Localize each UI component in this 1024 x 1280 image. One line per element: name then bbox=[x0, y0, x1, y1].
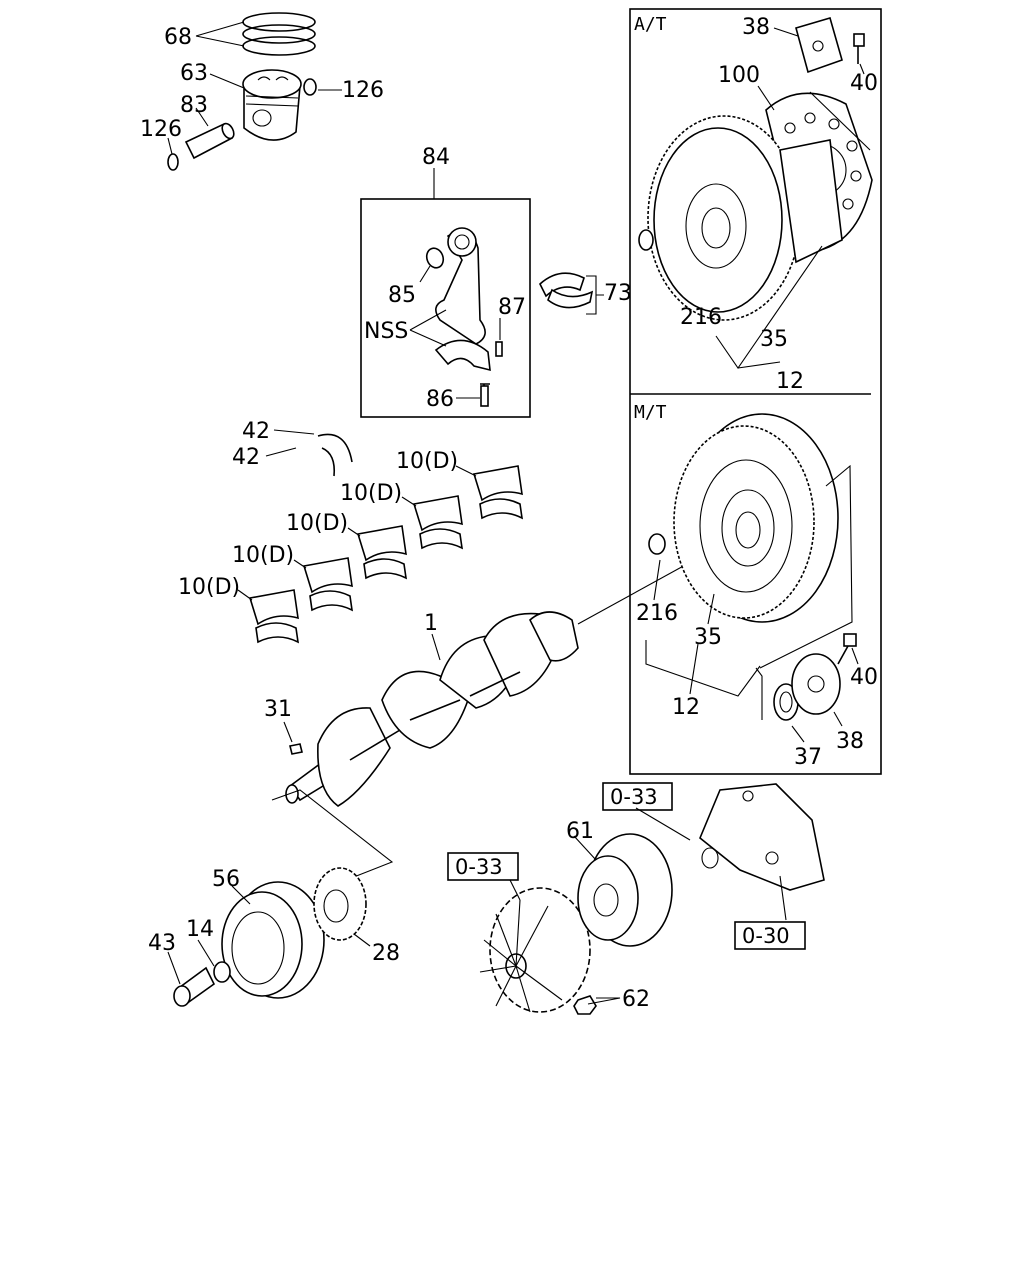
mt-flywheel-bolt bbox=[837, 633, 857, 665]
thrust-washer-lower bbox=[321, 447, 336, 477]
fan-pulley bbox=[577, 833, 673, 947]
callout-42-lower: 42 bbox=[232, 445, 260, 470]
callout-40-mt: 40 bbox=[850, 665, 878, 690]
callout-43: 43 bbox=[148, 931, 176, 956]
callout-1: 1 bbox=[424, 611, 438, 636]
mt-ball-bearing bbox=[773, 683, 799, 721]
callout-73: 73 bbox=[604, 281, 632, 306]
cooling-fan bbox=[479, 887, 591, 1013]
callout-40-at: 40 bbox=[850, 71, 878, 96]
callout-126-pin: 126 bbox=[140, 117, 182, 142]
callout-86: 86 bbox=[426, 387, 454, 412]
crank-gear bbox=[313, 867, 367, 941]
at-flex-bolt bbox=[853, 33, 865, 64]
connecting-rod bbox=[425, 227, 503, 407]
callout-83: 83 bbox=[180, 93, 208, 118]
callout-84: 84 bbox=[422, 145, 450, 170]
callout-35-mt: 35 bbox=[694, 625, 722, 650]
piston-pin bbox=[184, 122, 235, 160]
callout-10d-3: 10(D) bbox=[286, 511, 348, 536]
piston-rings bbox=[242, 12, 316, 56]
callout-10d-1: 10(D) bbox=[396, 449, 458, 474]
callout-37: 37 bbox=[794, 745, 822, 770]
callout-31: 31 bbox=[264, 697, 292, 722]
callout-56: 56 bbox=[212, 867, 240, 892]
callout-35-at: 35 bbox=[760, 327, 788, 352]
callout-12-at: 12 bbox=[776, 369, 804, 394]
fan-nut bbox=[573, 995, 597, 1015]
callout-42-upper: 42 bbox=[242, 419, 270, 444]
main-bearings bbox=[248, 465, 524, 644]
section-mt: M/T bbox=[634, 402, 667, 423]
crankshaft bbox=[285, 611, 579, 807]
callout-126-ring: 126 bbox=[342, 78, 384, 103]
ref-box-0-33-upper[interactable]: 0-33 bbox=[602, 782, 673, 811]
callout-38-at: 38 bbox=[742, 15, 770, 40]
callout-216-at: 216 bbox=[680, 305, 722, 330]
callout-61: 61 bbox=[566, 819, 594, 844]
mt-pilot-bushing bbox=[648, 533, 666, 555]
callout-68: 68 bbox=[164, 25, 192, 50]
thrust-washer-upper bbox=[317, 433, 353, 463]
ref-label-0-33-upper: 0-33 bbox=[610, 785, 658, 809]
callout-12-mt: 12 bbox=[672, 695, 700, 720]
crank-pulley bbox=[221, 881, 325, 999]
at-pilot-bushing bbox=[638, 229, 654, 251]
connecting-rod-box bbox=[360, 198, 531, 418]
ref-label-0-30: 0-30 bbox=[742, 924, 790, 948]
callout-10d-4: 10(D) bbox=[232, 543, 294, 568]
pulley-washer bbox=[213, 961, 231, 983]
ref-box-0-30[interactable]: 0-30 bbox=[734, 921, 806, 950]
mt-flywheel bbox=[673, 413, 839, 623]
callout-100: 100 bbox=[718, 63, 760, 88]
callout-63: 63 bbox=[180, 61, 208, 86]
callout-216-mt: 216 bbox=[636, 601, 678, 626]
at-flywheel bbox=[647, 115, 843, 321]
callout-10d-5: 10(D) bbox=[178, 575, 240, 600]
callout-nss: NSS bbox=[364, 319, 408, 344]
ref-label-0-33-lower: 0-33 bbox=[455, 855, 503, 879]
callout-38-mt: 38 bbox=[836, 729, 864, 754]
rod-bearing bbox=[539, 272, 594, 309]
callout-14: 14 bbox=[186, 917, 214, 942]
snap-rings bbox=[167, 78, 317, 171]
piston bbox=[242, 69, 302, 141]
water-pump bbox=[699, 783, 825, 891]
mt-spacer-plate bbox=[791, 653, 841, 715]
crank-key bbox=[289, 743, 303, 755]
ref-box-0-33-lower[interactable]: 0-33 bbox=[447, 852, 519, 881]
callout-62: 62 bbox=[622, 987, 650, 1012]
flywheel-panel bbox=[629, 8, 882, 775]
callout-87: 87 bbox=[498, 295, 526, 320]
at-spacer-plate bbox=[795, 17, 843, 74]
pulley-bolt bbox=[173, 966, 216, 1007]
callout-10d-2: 10(D) bbox=[340, 481, 402, 506]
section-at: A/T bbox=[634, 14, 667, 35]
callout-28: 28 bbox=[372, 941, 400, 966]
callout-85: 85 bbox=[388, 283, 416, 308]
